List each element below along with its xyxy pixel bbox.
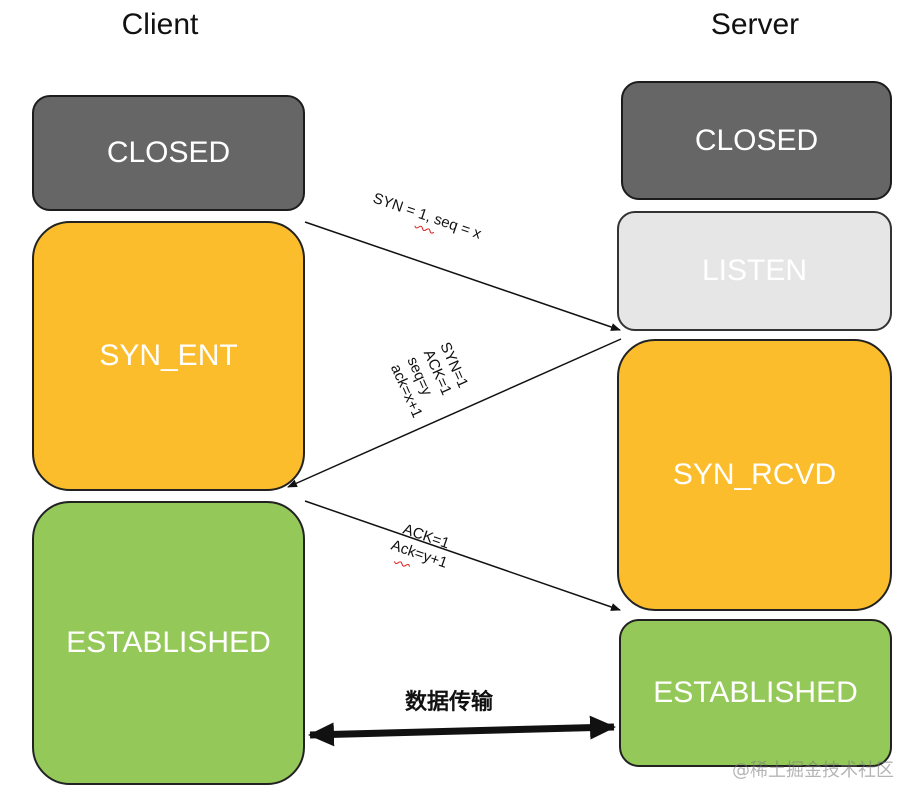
transfer-arrow xyxy=(308,715,616,747)
client-header: Client xyxy=(121,8,199,41)
client-established-label: ESTABLISHED xyxy=(66,626,271,659)
watermark: @稀土掘金技术社区 xyxy=(732,760,894,781)
synack-label-group: SYN=1 ACK=1 seq=y ack=x+1 xyxy=(387,340,471,421)
syn-arrow xyxy=(304,221,621,331)
syn-label: SYN = 1, seq = x xyxy=(371,190,484,243)
server-syn-rcvd-state: SYN_RCVD xyxy=(617,339,892,611)
client-closed-label: CLOSED xyxy=(106,136,231,169)
server-closed-state: CLOSED xyxy=(621,81,892,200)
server-established-label: ESTABLISHED xyxy=(653,676,858,709)
client-closed-state: CLOSED xyxy=(32,95,305,211)
client-syn-sent-label: SYN_ENT xyxy=(99,339,238,372)
ack-arrow xyxy=(304,500,621,611)
server-listen-state: LISTEN xyxy=(617,211,892,331)
server-header: Server xyxy=(710,8,800,41)
server-syn-rcvd-label: SYN_RCVD xyxy=(672,458,837,491)
server-listen-label: LISTEN xyxy=(701,254,808,287)
client-syn-sent-state: SYN_ENT xyxy=(32,221,305,491)
client-established-state: ESTABLISHED xyxy=(32,501,305,785)
server-established-state: ESTABLISHED xyxy=(619,619,892,767)
synack-arrow xyxy=(287,338,622,488)
ack-label-group: ACK=1 Ack=y+1 xyxy=(389,521,452,572)
data-transfer-label: 数据传输 xyxy=(405,690,494,715)
server-closed-label: CLOSED xyxy=(694,123,819,157)
